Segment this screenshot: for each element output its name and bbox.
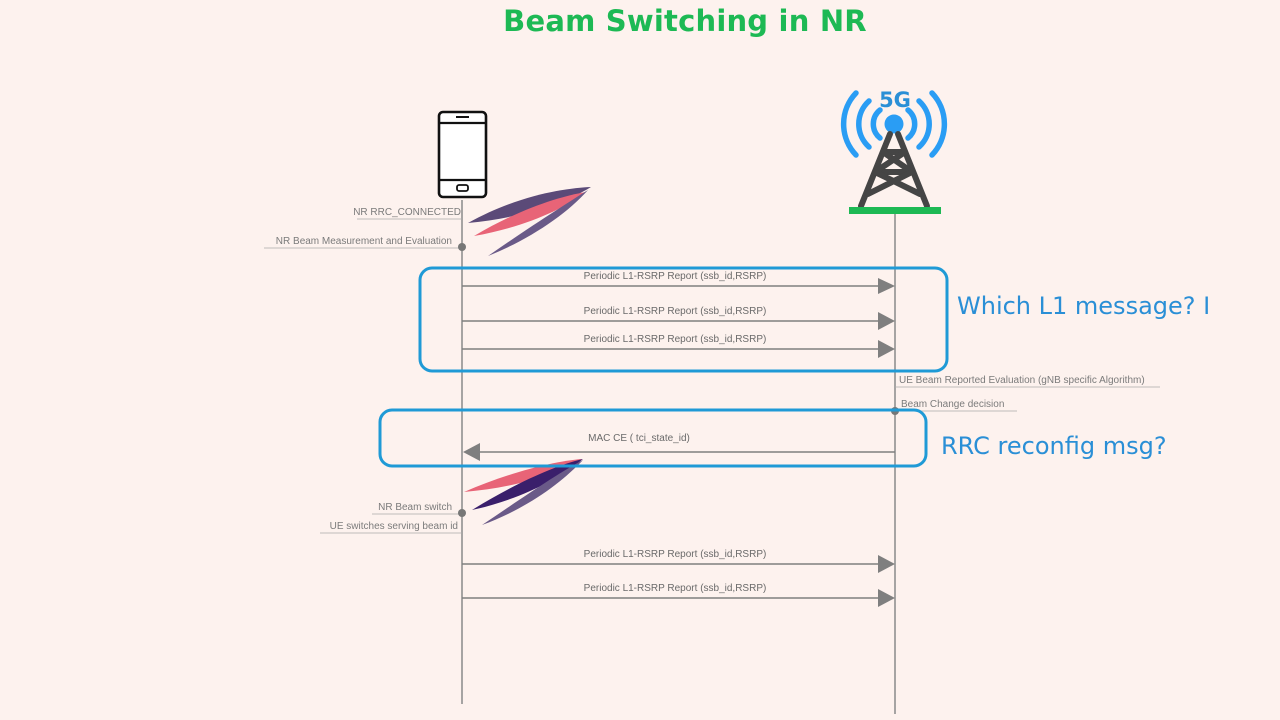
arrowhead bbox=[878, 589, 895, 607]
message-label: Periodic L1-RSRP Report (ssb_id,RSRP) bbox=[584, 549, 767, 560]
annotation-rrc-reconfig: RRC reconfig msg? bbox=[941, 432, 1167, 460]
message-mac-ce: MAC CE ( tci_state_id) bbox=[463, 433, 895, 461]
highlight-box-mac-ce bbox=[378, 408, 928, 468]
5g-tower-icon: 5G bbox=[840, 88, 948, 214]
ue-measurement-marker bbox=[458, 243, 466, 251]
arrowhead bbox=[878, 555, 895, 573]
beam-lobes-bottom bbox=[464, 459, 583, 525]
ue-state-rrc-connected: NR RRC_CONNECTED bbox=[353, 207, 461, 218]
gnb-note-evaluation: UE Beam Reported Evaluation (gNB specifi… bbox=[899, 375, 1145, 386]
diagram-title: Beam Switching in NR bbox=[503, 4, 867, 38]
message-1: Periodic L1-RSRP Report (ssb_id,RSRP) bbox=[462, 271, 895, 294]
message-label: Periodic L1-RSRP Report (ssb_id,RSRP) bbox=[584, 334, 767, 345]
message-label: Periodic L1-RSRP Report (ssb_id,RSRP) bbox=[584, 583, 767, 594]
ue-switch-serving-beam-label: UE switches serving beam id bbox=[330, 521, 458, 532]
message-label: Periodic L1-RSRP Report (ssb_id,RSRP) bbox=[584, 271, 767, 282]
message-3: Periodic L1-RSRP Report (ssb_id,RSRP) bbox=[462, 334, 895, 358]
message-5: Periodic L1-RSRP Report (ssb_id,RSRP) bbox=[462, 549, 895, 573]
ue-beam-switch-marker bbox=[458, 509, 466, 517]
gnb-note-beam-change: Beam Change decision bbox=[901, 399, 1004, 410]
message-label: Periodic L1-RSRP Report (ssb_id,RSRP) bbox=[584, 306, 767, 317]
ue-state-beam-measurement: NR Beam Measurement and Evaluation bbox=[276, 236, 452, 247]
arrowhead bbox=[878, 312, 895, 330]
arrowhead bbox=[878, 278, 895, 294]
smartphone-icon bbox=[437, 110, 488, 199]
message-2: Periodic L1-RSRP Report (ssb_id,RSRP) bbox=[462, 306, 895, 330]
beam-lobes-top bbox=[468, 187, 591, 256]
ue-beam-switch-label: NR Beam switch bbox=[378, 502, 452, 513]
message-label: MAC CE ( tci_state_id) bbox=[588, 433, 690, 444]
message-6: Periodic L1-RSRP Report (ssb_id,RSRP) bbox=[462, 583, 895, 607]
arrowhead bbox=[463, 443, 480, 461]
highlight-box-l1-reports bbox=[418, 266, 949, 373]
5g-badge: 5G bbox=[879, 88, 911, 112]
arrowhead bbox=[878, 340, 895, 358]
annotation-which-l1-message: Which L1 message? I bbox=[957, 292, 1211, 320]
